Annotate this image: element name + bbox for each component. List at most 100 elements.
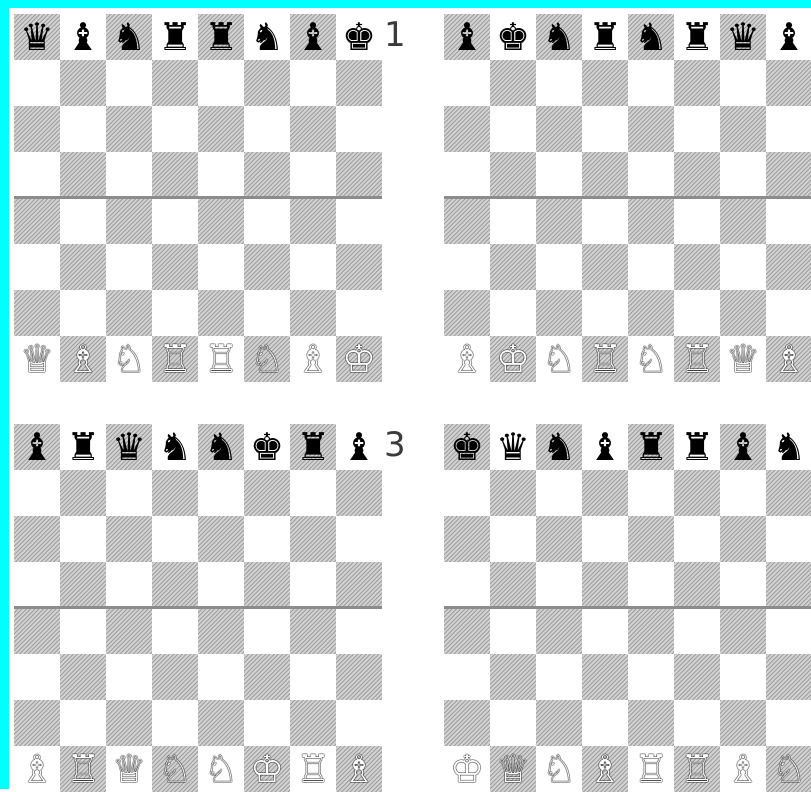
board-square xyxy=(582,290,628,336)
board-square xyxy=(444,244,490,290)
board-square xyxy=(766,516,811,562)
white-bishop-icon: ♗ xyxy=(444,336,490,382)
board-square xyxy=(536,562,582,608)
board-square xyxy=(290,562,336,608)
black-bishop-icon: ♝ xyxy=(582,424,628,470)
board-square xyxy=(106,152,152,198)
board-square xyxy=(536,152,582,198)
board-square xyxy=(60,654,106,700)
board-square xyxy=(60,106,106,152)
board-square xyxy=(336,152,382,198)
board-square xyxy=(244,152,290,198)
board-square xyxy=(336,106,382,152)
board-square xyxy=(674,244,720,290)
white-rook-icon: ♖ xyxy=(290,746,336,792)
black-bishop-icon: ♝ xyxy=(720,424,766,470)
board-square xyxy=(628,654,674,700)
white-bishop-icon: ♗ xyxy=(766,336,811,382)
board-square xyxy=(106,60,152,106)
board-square xyxy=(336,654,382,700)
board-square xyxy=(290,106,336,152)
board-square xyxy=(674,152,720,198)
board-square xyxy=(674,654,720,700)
white-rook-icon: ♖ xyxy=(582,336,628,382)
board-square xyxy=(490,152,536,198)
board-square xyxy=(60,244,106,290)
board-square xyxy=(536,700,582,746)
white-knight-icon: ♘ xyxy=(766,746,811,792)
board-square xyxy=(444,608,490,654)
board-square xyxy=(336,244,382,290)
board-square xyxy=(674,106,720,152)
board-square xyxy=(60,470,106,516)
board-square xyxy=(106,562,152,608)
board-square xyxy=(582,608,628,654)
frame-top-border xyxy=(0,0,811,8)
board-square xyxy=(244,244,290,290)
board-square xyxy=(290,60,336,106)
board-square xyxy=(628,470,674,516)
board-square xyxy=(720,244,766,290)
board-square xyxy=(106,516,152,562)
black-queen-icon: ♛ xyxy=(14,14,60,60)
board-square xyxy=(244,470,290,516)
white-bishop-icon: ♗ xyxy=(290,336,336,382)
board-square xyxy=(60,290,106,336)
board-square xyxy=(336,516,382,562)
board-square xyxy=(152,608,198,654)
board-square xyxy=(60,60,106,106)
board-square xyxy=(674,290,720,336)
board-square xyxy=(720,470,766,516)
white-queen-icon: ♕ xyxy=(14,336,60,382)
chess-board-1: ♛♝♞♜♜♞♝♚♕♗♘♖♖♘♗♔ xyxy=(14,14,382,382)
board-square xyxy=(582,516,628,562)
board-square xyxy=(628,60,674,106)
board-square xyxy=(152,470,198,516)
board-square xyxy=(336,60,382,106)
board-square xyxy=(244,516,290,562)
board-square xyxy=(490,516,536,562)
black-queen-icon: ♛ xyxy=(720,14,766,60)
white-queen-icon: ♕ xyxy=(490,746,536,792)
board-square xyxy=(106,290,152,336)
board-square xyxy=(766,198,811,244)
board-square xyxy=(106,106,152,152)
white-rook-icon: ♖ xyxy=(674,336,720,382)
board-square xyxy=(198,106,244,152)
board-label-1: 1 xyxy=(384,18,406,52)
black-knight-icon: ♞ xyxy=(536,14,582,60)
board-square xyxy=(536,106,582,152)
board-square xyxy=(490,290,536,336)
board-square xyxy=(766,244,811,290)
board-square xyxy=(536,198,582,244)
board-center-line xyxy=(444,196,811,199)
board-square xyxy=(14,654,60,700)
board-square xyxy=(244,654,290,700)
board-square xyxy=(536,654,582,700)
board-square xyxy=(106,198,152,244)
white-bishop-icon: ♗ xyxy=(582,746,628,792)
board-square xyxy=(536,516,582,562)
board-square xyxy=(628,562,674,608)
board-square xyxy=(720,608,766,654)
white-rook-icon: ♖ xyxy=(198,336,244,382)
board-center-line xyxy=(14,606,382,609)
board-square xyxy=(536,244,582,290)
board-square xyxy=(106,608,152,654)
chess-board-2: ♝♚♞♜♞♜♛♝♗♔♘♖♘♖♕♗ xyxy=(444,14,811,382)
board-square xyxy=(720,60,766,106)
board-square xyxy=(152,198,198,244)
board-square xyxy=(198,700,244,746)
board-square xyxy=(244,290,290,336)
board-square xyxy=(198,244,244,290)
board-square xyxy=(582,654,628,700)
black-knight-icon: ♞ xyxy=(766,424,811,470)
board-square xyxy=(766,152,811,198)
white-knight-icon: ♘ xyxy=(106,336,152,382)
board-square xyxy=(490,60,536,106)
board-square xyxy=(14,700,60,746)
board-square xyxy=(152,106,198,152)
board-square xyxy=(198,562,244,608)
board-square xyxy=(766,106,811,152)
